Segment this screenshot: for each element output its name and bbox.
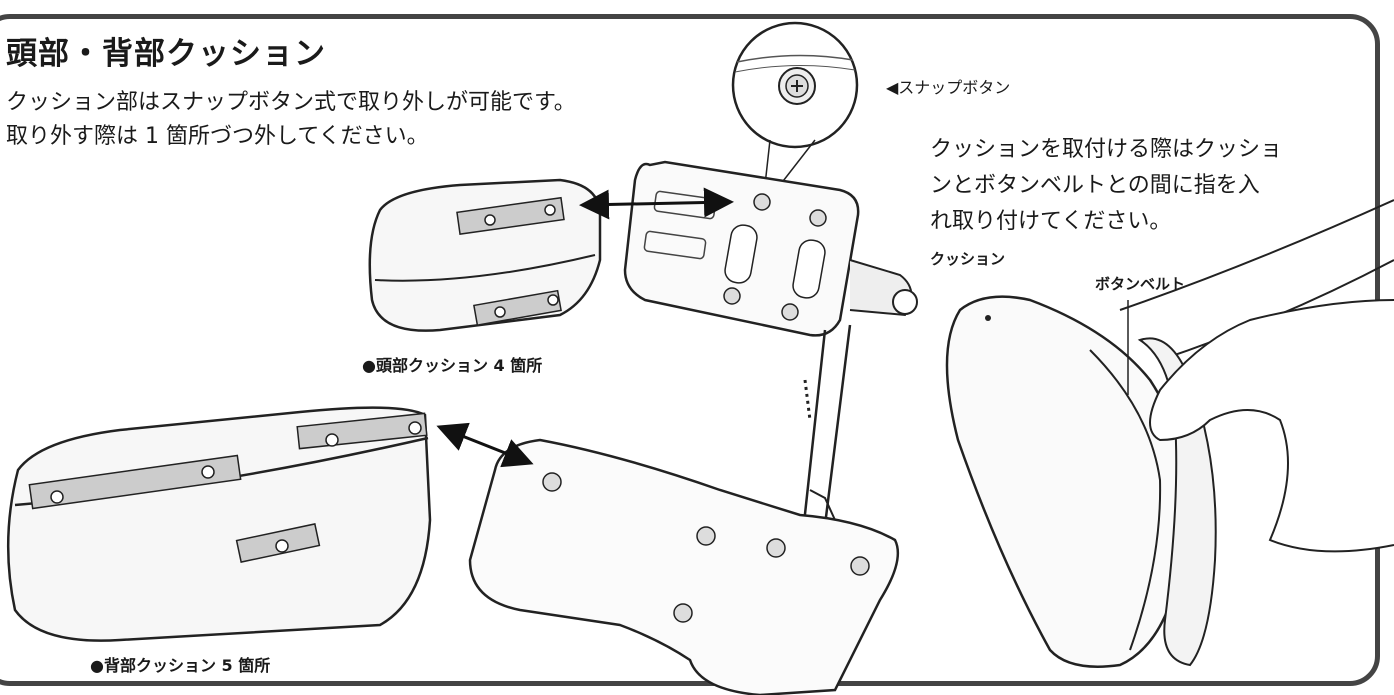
attach-instruction: クッションを取付ける際はクッショ ンとボタンベルトとの間に指を入 れ取り付けてく…	[930, 132, 1350, 240]
back-cushion-caption: ●背部クッション 5 箇所	[90, 656, 271, 675]
back-cushion-illustration	[6, 406, 432, 642]
intro-text: クッション部はスナップボタン式で取り外しが可能です。 取り外す際は 1 箇所づつ…	[6, 86, 576, 154]
headrest-plate	[623, 160, 918, 337]
cushion-attach-illustration	[945, 199, 1394, 668]
intro-line-1: クッション部はスナップボタン式で取り外しが可能です。	[6, 90, 576, 115]
stem-scale	[803, 379, 812, 421]
snap-button-magnifier	[731, 21, 859, 186]
button-belt-label: ボタンベルト	[1095, 275, 1186, 293]
instruction-line-3: れ取り付けてください。	[930, 209, 1172, 234]
back-cushion-arrow	[436, 422, 534, 468]
head-cushion-arrow	[579, 187, 734, 220]
head-cushion-illustration	[368, 178, 602, 332]
instruction-line-2: ンとボタンベルトとの間に指を入	[930, 173, 1260, 198]
section-heading: 頭部・背部クッション	[6, 36, 326, 72]
intro-line-2: 取り外す際は 1 箇所づつ外してください。	[6, 124, 429, 149]
back-plate	[468, 438, 900, 695]
snap-button-label: ◀スナップボタン	[886, 78, 1011, 97]
cushion-label: クッション	[930, 250, 1006, 268]
instruction-line-1: クッションを取付ける際はクッショ	[930, 137, 1283, 162]
head-cushion-caption: ●頭部クッション 4 箇所	[362, 356, 543, 375]
